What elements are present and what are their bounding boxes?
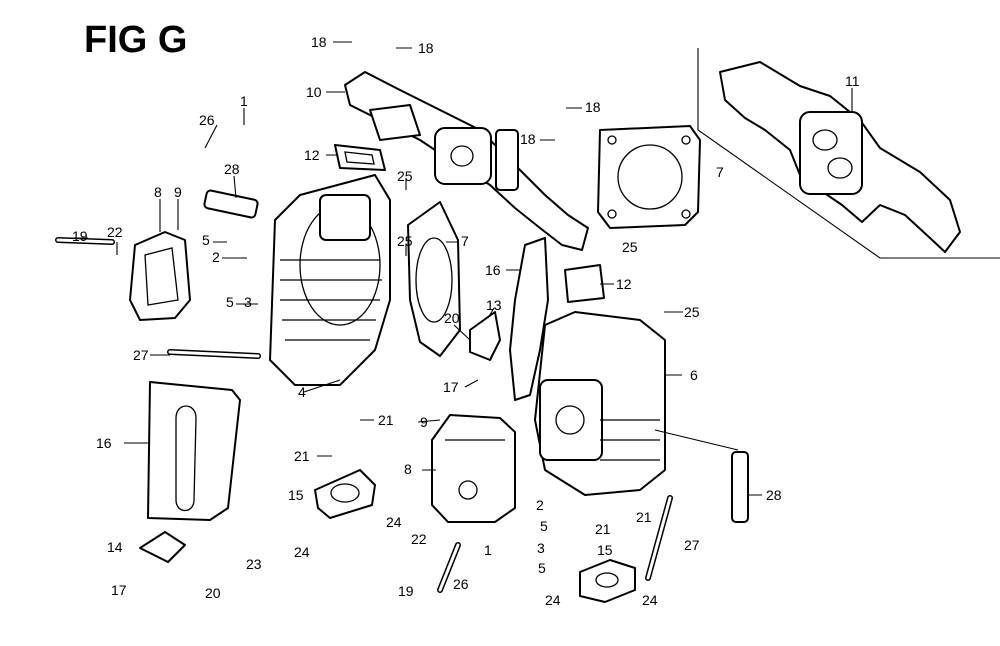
callout-21: 21	[378, 412, 394, 428]
part-16-cover-right	[509, 237, 549, 401]
part-15-flange-right	[579, 559, 636, 603]
part-8-rocker-cover-left	[129, 231, 191, 321]
callout-9: 9	[420, 414, 428, 430]
callout-25: 25	[684, 304, 700, 320]
callout-24: 24	[545, 592, 561, 608]
callout-18: 18	[311, 34, 327, 50]
part-13-bracket	[469, 311, 501, 361]
callout-20: 20	[444, 310, 460, 326]
part-15-flange-left	[314, 469, 376, 519]
callout-21: 21	[636, 509, 652, 525]
callout-25: 25	[397, 168, 413, 184]
part-19-bolt-right	[437, 542, 461, 593]
callout-14: 14	[107, 539, 123, 555]
part-12-gasket-lower	[564, 264, 605, 303]
callout-3: 3	[537, 540, 545, 556]
callout-21: 21	[595, 521, 611, 537]
callout-19: 19	[72, 228, 88, 244]
callout-20: 20	[205, 585, 221, 601]
part-27-bolt-left	[167, 349, 261, 359]
callout-18: 18	[520, 131, 536, 147]
callout-26: 26	[453, 576, 469, 592]
callout-labels: 18 18 10 18 18 11 1 26 12 28 7 25 8 9 22…	[72, 34, 860, 608]
part-27-bolt-right	[645, 495, 673, 581]
callout-5: 5	[540, 518, 548, 534]
callout-22: 22	[107, 224, 123, 240]
callout-8: 8	[404, 461, 412, 477]
figure-title: FIG G	[84, 19, 187, 61]
callout-16: 16	[96, 435, 112, 451]
callout-25: 25	[622, 239, 638, 255]
part-14-bracket	[139, 531, 186, 563]
leader-lines	[60, 41, 853, 496]
callout-8: 8	[154, 184, 162, 200]
callout-25: 25	[397, 233, 413, 249]
callout-28: 28	[766, 487, 782, 503]
callout-1: 1	[484, 542, 492, 558]
part-11-frame	[697, 48, 1000, 259]
callout-5: 5	[538, 560, 546, 576]
callout-1: 1	[240, 93, 248, 109]
callout-10: 10	[306, 84, 322, 100]
part-10-intake-manifold	[344, 71, 589, 251]
callout-3: 3	[244, 294, 252, 310]
part-28-spark-plug-left	[203, 189, 259, 219]
callout-15: 15	[597, 542, 613, 558]
callout-19: 19	[398, 583, 414, 599]
callout-4: 4	[298, 384, 306, 400]
callout-17: 17	[111, 582, 127, 598]
callout-7: 7	[461, 233, 469, 249]
callout-16: 16	[485, 262, 501, 278]
callout-27: 27	[133, 347, 149, 363]
callout-24: 24	[386, 514, 402, 530]
callout-18: 18	[418, 40, 434, 56]
callout-5: 5	[202, 232, 210, 248]
callout-24: 24	[294, 544, 310, 560]
callout-5: 5	[226, 294, 234, 310]
part-12-gasket-upper	[334, 144, 386, 171]
part-4-cylinder	[269, 174, 391, 386]
part-6-cylinder-head	[534, 311, 666, 496]
callout-2: 2	[536, 497, 544, 513]
part-28-spark-plug-right	[731, 451, 749, 523]
part-8-rocker-cover-right	[431, 414, 516, 523]
callout-15: 15	[288, 487, 304, 503]
callout-7: 7	[716, 164, 724, 180]
callout-9: 9	[174, 184, 182, 200]
callout-12: 12	[304, 147, 320, 163]
callout-26: 26	[199, 112, 215, 128]
part-11-intake-manifold	[719, 61, 961, 253]
callout-13: 13	[486, 297, 502, 313]
callout-24: 24	[642, 592, 658, 608]
part-7-gasket-upper	[597, 125, 701, 229]
part-19-bolt-left	[55, 237, 115, 245]
callout-17: 17	[443, 379, 459, 395]
callout-27: 27	[684, 537, 700, 553]
callout-2: 2	[212, 249, 220, 265]
callout-21: 21	[294, 448, 310, 464]
callout-12: 12	[616, 276, 632, 292]
callout-22: 22	[411, 531, 427, 547]
callout-18: 18	[585, 99, 601, 115]
callout-6: 6	[690, 367, 698, 383]
part-16-cover-left	[147, 381, 241, 521]
callout-11: 11	[845, 73, 860, 89]
callout-28: 28	[224, 161, 240, 177]
part-7-gasket-left	[407, 201, 461, 357]
callout-23: 23	[246, 556, 262, 572]
